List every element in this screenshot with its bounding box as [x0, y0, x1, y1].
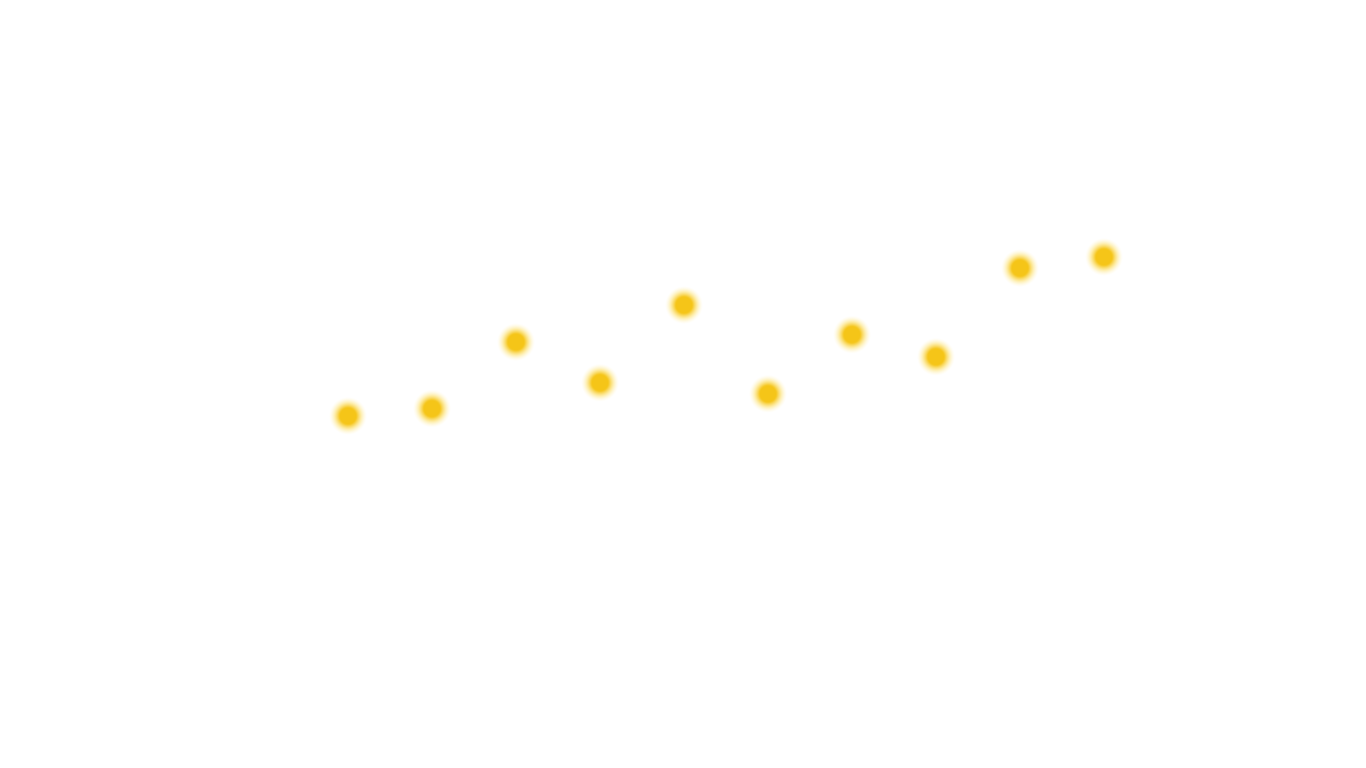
- scatter-point-core: [508, 334, 524, 351]
- scatter-point-core: [844, 326, 860, 343]
- scatter-point: [329, 397, 367, 435]
- data-points: [329, 238, 1123, 435]
- scatter-point: [665, 286, 703, 325]
- scatter-point-core: [1012, 260, 1028, 277]
- scatter-point-core: [1096, 249, 1112, 265]
- scatter-point: [1001, 249, 1039, 288]
- scatter-point: [833, 315, 871, 354]
- scatter-point-core: [340, 408, 356, 424]
- scatter-point-core: [424, 400, 440, 417]
- scatter-point: [413, 389, 451, 428]
- scatter-point-core: [928, 348, 944, 365]
- scatter-point-core: [676, 297, 692, 314]
- scatter-point: [581, 363, 619, 402]
- scatter-point-core: [760, 385, 776, 402]
- scatter-point: [497, 323, 535, 362]
- scatter-point: [1085, 238, 1123, 276]
- scatter-point-core: [592, 374, 608, 391]
- scatter-point: [917, 337, 955, 376]
- scatter-point: [749, 374, 787, 413]
